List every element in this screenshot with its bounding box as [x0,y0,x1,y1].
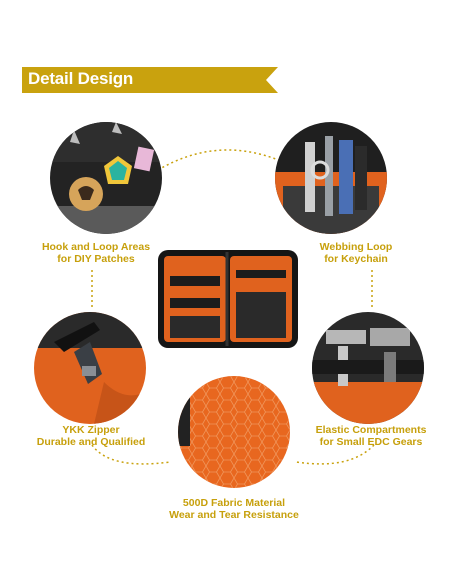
caption-line: for Keychain [324,253,388,265]
hook-loop-photo [50,122,162,234]
caption-line: Hook and Loop Areas [41,241,151,253]
caption-webbing: Webbing Loop for Keychain [296,241,416,265]
caption-hook-loop: Hook and Loop Areas for DIY Patches [36,241,156,265]
pouch-icon [156,246,300,355]
caption-line: Webbing Loop [319,241,393,253]
caption-ykk: YKK Zipper Durable and Qualified [26,424,156,448]
banner-shape [22,67,278,93]
page-title: Detail Design [28,69,134,88]
caption-line: Elastic Compartments [315,424,427,436]
elastic-photo [312,312,424,424]
caption-line: for Small EDC Gears [319,436,423,448]
webbing-photo [275,122,387,234]
caption-elastic: Elastic Compartments for Small EDC Gears [306,424,436,448]
caption-line: Durable and Qualified [36,436,146,448]
caption-fabric: 500D Fabric Material Wear and Tear Resis… [161,497,307,521]
ykk-photo [34,312,146,424]
caption-line: for DIY Patches [57,253,135,265]
caption-line: Wear and Tear Resistance [169,509,299,521]
title-banner: Detail Design [22,67,278,93]
caption-line: 500D Fabric Material [182,497,286,509]
fabric-photo [178,376,290,488]
caption-line: YKK Zipper [62,424,120,436]
